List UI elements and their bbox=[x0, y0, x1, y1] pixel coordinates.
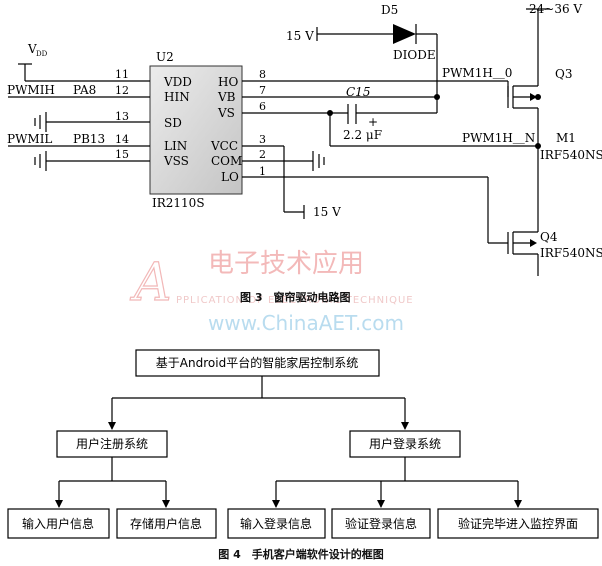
diode-part: DIODE bbox=[393, 48, 436, 62]
junction-q3 bbox=[535, 94, 541, 100]
junction-vb bbox=[434, 94, 440, 100]
watermark-en: PPLICATION OF ELECTRONIC TECHNIQUE bbox=[176, 295, 414, 306]
supply-vcc: 15 V bbox=[313, 205, 341, 219]
pin-num-1: 1 bbox=[259, 165, 266, 178]
q4-ref: Q4 bbox=[540, 230, 558, 244]
flow-root-node: 基于Android平台的智能家居控制系统 bbox=[135, 349, 380, 377]
software-block-diagram: 基于Android平台的智能家居控制系统 用户注册系统 用户登录系统 输入用户信… bbox=[7, 349, 599, 561]
pin-name-vss: VSS bbox=[163, 154, 189, 168]
pin-num-6: 6 bbox=[259, 100, 266, 113]
flow-branch-login-label: 用户登录系统 bbox=[369, 436, 441, 451]
flow-leaf-input-login: 输入登录信息 bbox=[227, 508, 326, 539]
pin-name-lo: LO bbox=[221, 170, 239, 184]
junction-m1 bbox=[535, 143, 541, 149]
flow-branch-login: 用户登录系统 bbox=[349, 430, 461, 458]
pin-num-3: 3 bbox=[259, 133, 266, 146]
flow-leaf-store-user-label: 存储用户信息 bbox=[130, 516, 202, 531]
watermark: A 电子技术应用 PPLICATION OF ELECTRONIC TECHNI… bbox=[129, 249, 414, 335]
q3-arrow bbox=[530, 93, 537, 101]
diode-symbol bbox=[393, 24, 416, 44]
diode-ref: D5 bbox=[381, 3, 398, 17]
signal-pa8: PA8 bbox=[73, 83, 96, 97]
signal-pwm1h0: PWM1H＿0 bbox=[442, 66, 512, 80]
pin-num-8: 8 bbox=[259, 68, 266, 81]
q4-part: IRF540NS bbox=[540, 246, 602, 260]
flow-branch-register-label: 用户注册系统 bbox=[76, 436, 148, 451]
supply-top: 24~36 V bbox=[529, 2, 582, 16]
flow-leaf-enter-monitor: 验证完毕进入监控界面 bbox=[437, 508, 599, 539]
pin-name-hin: HIN bbox=[164, 90, 190, 104]
flow-leaf-input-login-label: 输入登录信息 bbox=[240, 516, 312, 531]
ir2110-chip bbox=[149, 65, 243, 195]
pin-name-vb: VB bbox=[217, 90, 236, 104]
flow-leaf-verify-login: 验证登录信息 bbox=[331, 508, 431, 539]
signal-pwmih: PWMIH bbox=[7, 83, 55, 97]
flow-branch-register: 用户注册系统 bbox=[56, 430, 168, 458]
cap-ref: C15 bbox=[346, 85, 370, 99]
q3-ref: Q3 bbox=[555, 67, 572, 81]
cap-plus: + bbox=[368, 115, 378, 129]
left-wiring bbox=[8, 63, 150, 171]
q4-arrow bbox=[530, 239, 537, 247]
signal-pwm1hn: PWM1H＿N bbox=[462, 131, 535, 145]
pin-name-lin: LIN bbox=[164, 139, 187, 153]
watermark-site: www.ChinaAET.com bbox=[208, 311, 404, 335]
figure4-caption: 图 4 手机客户端软件设计的框图 bbox=[218, 547, 383, 561]
drive-circuit-diagram: A 电子技术应用 PPLICATION OF ELECTRONIC TECHNI… bbox=[7, 2, 602, 335]
tree-connectors bbox=[55, 376, 522, 508]
flow-leaf-input-user: 输入用户信息 bbox=[7, 508, 110, 539]
flow-leaf-input-user-label: 输入用户信息 bbox=[22, 516, 94, 531]
pin-name-ho: HO bbox=[218, 75, 238, 89]
pin-name-vdd: VDD bbox=[163, 75, 192, 89]
flow-leaf-verify-login-label: 验证登录信息 bbox=[345, 516, 417, 531]
vdd-subscript: DD bbox=[36, 50, 48, 58]
signal-pb13: PB13 bbox=[73, 132, 105, 146]
cap-value: 2.2 μF bbox=[343, 128, 382, 142]
flow-root-label: 基于Android平台的智能家居控制系统 bbox=[156, 355, 358, 370]
figure3-caption: 图 3 窗帘驱动电路图 bbox=[240, 290, 350, 304]
junction-vs bbox=[327, 110, 333, 116]
pin-name-com: COM bbox=[211, 154, 242, 168]
watermark-cn: 电子技术应用 bbox=[208, 249, 364, 279]
supply-d5: 15 V bbox=[286, 29, 314, 43]
signal-pwmil: PWMIL bbox=[7, 132, 52, 146]
watermark-letter: A bbox=[130, 253, 172, 313]
chip-ref: U2 bbox=[156, 50, 174, 64]
pin-num-12: 12 bbox=[115, 84, 129, 97]
pin-num-14: 14 bbox=[115, 133, 129, 146]
pin-num-2: 2 bbox=[259, 148, 266, 161]
flow-leaf-enter-monitor-label: 验证完毕进入监控界面 bbox=[458, 516, 578, 531]
pin-name-vs: VS bbox=[217, 106, 235, 120]
pin-num-7: 7 bbox=[259, 84, 266, 97]
pin-name-sd: SD bbox=[164, 116, 182, 130]
signal-m1: M1 bbox=[556, 131, 576, 145]
chip-part: IR2110S bbox=[152, 196, 205, 210]
flow-leaf-store-user: 存储用户信息 bbox=[116, 508, 217, 539]
right-wiring bbox=[242, 8, 550, 276]
pin-num-15: 15 bbox=[115, 148, 129, 161]
pin-name-vcc: VCC bbox=[210, 139, 238, 153]
q3-part: IRF540NS bbox=[540, 148, 602, 162]
pin-num-13: 13 bbox=[115, 110, 129, 123]
pin-num-11: 11 bbox=[115, 68, 129, 81]
vdd-label: V bbox=[27, 42, 37, 56]
